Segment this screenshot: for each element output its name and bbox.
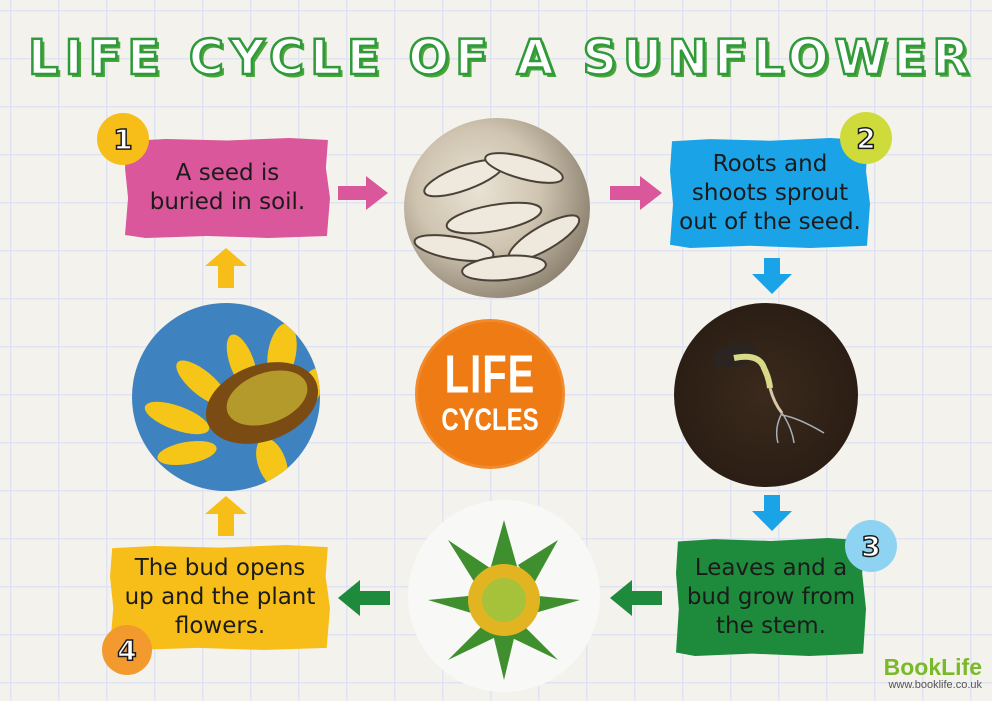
arrow-up-icon [205,248,247,288]
logo-line-1: LIFE [444,345,536,405]
brand-name: BookLife [883,654,982,680]
step-4-badge: 4 [102,625,152,675]
sunflower-bud-photo [408,500,600,692]
step-1-number: 1 [112,122,133,157]
page-title: LIFE CYCLE OF A SUNFLOWER [27,29,976,88]
step-2-number: 2 [855,121,876,156]
step-4-number: 4 [116,633,137,668]
step-1-badge: 1 [97,113,149,165]
sunflower-seeds-photo [404,118,590,298]
brand-url: www.booklife.co.uk [888,679,982,691]
sprouting-seed-in-soil-photo [674,303,858,487]
life-cycles-logo: LIFE CYCLES [418,322,562,466]
step-3-badge: 3 [845,520,897,572]
blooming-sunflower-photo [132,303,320,491]
step-1-text: A seed is buried in soil. [149,160,306,215]
arrow-right-icon [338,176,388,210]
step-2-box: Roots and shoots sprout out of the seed. [670,138,870,248]
booklife-brand: BookLife www.booklife.co.uk [884,655,982,691]
step-4-text: The bud opens up and the plant flowers. [124,555,316,639]
arrow-up-icon [205,496,247,536]
step-4-box: The bud opens up and the plant flowers. [110,545,330,650]
arrow-down-icon [752,258,792,294]
step-3-box: Leaves and a bud grow from the stem. [676,538,866,656]
step-1-box: A seed is buried in soil. [125,138,330,238]
step-2-text: Roots and shoots sprout out of the seed. [679,150,861,235]
step-3-text: Leaves and a bud grow from the stem. [686,554,856,639]
arrow-left-icon [610,580,662,616]
step-3-number: 3 [860,529,881,564]
arrow-left-icon [338,580,390,616]
arrow-right-icon [610,176,662,210]
logo-line-2: CYCLES [441,402,539,438]
arrow-down-icon [752,495,792,531]
step-2-badge: 2 [840,112,892,164]
